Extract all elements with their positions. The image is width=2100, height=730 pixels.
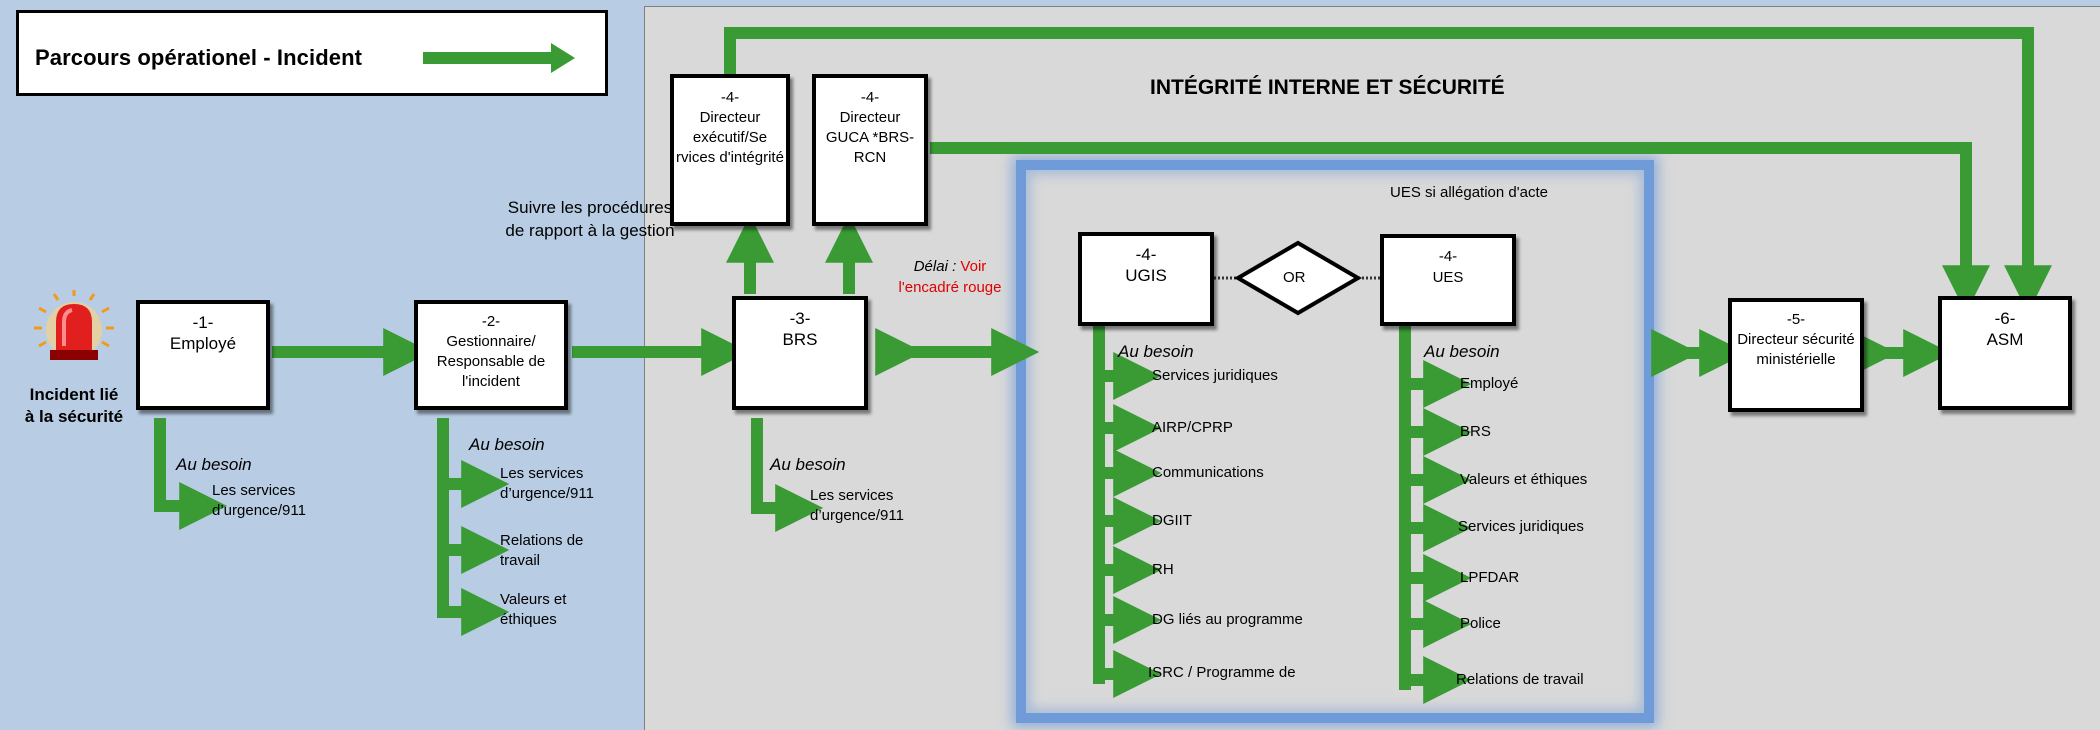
ues-highlight-region	[1016, 160, 1654, 723]
arrow-direxec-asm	[724, 27, 2052, 314]
branch-ugis-6: ISRC / Programme de	[1148, 664, 1296, 681]
branch-ugis-1: AIRP/CPRP	[1152, 419, 1233, 436]
or-diamond	[1234, 240, 1362, 316]
node-gestionnaire: -2-Gestionnaire/ Responsable de l'incide…	[414, 300, 568, 410]
node-directeur-securite: -5-Directeur sécurité ministérielle	[1728, 298, 1864, 412]
node-directeur-guca: -4-Directeur GUCA *BRS-RCN	[812, 74, 928, 226]
branch-ues-1: BRS	[1460, 423, 1491, 440]
node-brs: -3-BRS	[732, 296, 868, 410]
branch-ugis-0: Services juridiques	[1152, 367, 1278, 384]
arrow-dirguca-asm	[930, 142, 1990, 314]
legend-box: Parcours opérationel - Incident	[16, 10, 608, 96]
section-title: INTÉGRITÉ INTERNE ET SÉCURITÉ	[1150, 76, 1505, 99]
au-besoin-employe: Au besoin	[176, 455, 252, 474]
branch-employe-0: Les services d’urgence/911	[212, 482, 306, 519]
suivre-procedures-note: Suivre les procédures de rapport à la ge…	[505, 198, 675, 240]
branch-ues-6: Relations de travail	[1456, 671, 1584, 688]
branch-ues-5: Police	[1460, 615, 1501, 632]
branch-ugis-4: RH	[1152, 561, 1174, 578]
branch-ues-2: Valeurs et éthiques	[1460, 471, 1588, 488]
alarm-light-icon	[34, 290, 114, 360]
node-employe: -1-Employé	[136, 300, 270, 410]
branch-ugis-2: Communications	[1152, 464, 1264, 481]
branch-gestionnaire-0: Les services d’urgence/911	[500, 465, 594, 502]
legend-title: Parcours opérationel - Incident	[35, 45, 363, 70]
branch-ues-0: Employé	[1460, 375, 1519, 392]
branch-gestionnaire-2: Valeurs et éthiques	[500, 591, 567, 628]
branch-ugis-3: DGIIT	[1152, 512, 1192, 529]
node-asm: -6-ASM	[1938, 296, 2072, 410]
branch-brs-0: Les services d’urgence/911	[810, 487, 904, 524]
legend-arrow-icon	[423, 43, 575, 73]
node-directeur-executif: -4-Directeur exécutif/Se rvices d'intégr…	[670, 74, 790, 226]
ues-caption: UES si allégation d'acte	[1390, 184, 1548, 201]
node-ugis: -4-UGIS	[1078, 232, 1214, 326]
branch-gestionnaire-1: Relations de travail	[500, 532, 584, 569]
au-besoin-brs: Au besoin	[770, 455, 846, 474]
au-besoin-gestionnaire: Au besoin	[469, 435, 545, 454]
au-besoin-ues: Au besoin	[1424, 342, 1500, 361]
branch-ues-4: LPFDAR	[1460, 569, 1520, 586]
node-ues: -4-UES	[1380, 234, 1516, 326]
branch-ugis-5: DG liés au programme	[1152, 611, 1303, 628]
or-label: OR	[1283, 269, 1306, 286]
au-besoin-ugis: Au besoin	[1118, 342, 1194, 361]
branch-ues-3: Services juridiques	[1458, 518, 1584, 535]
